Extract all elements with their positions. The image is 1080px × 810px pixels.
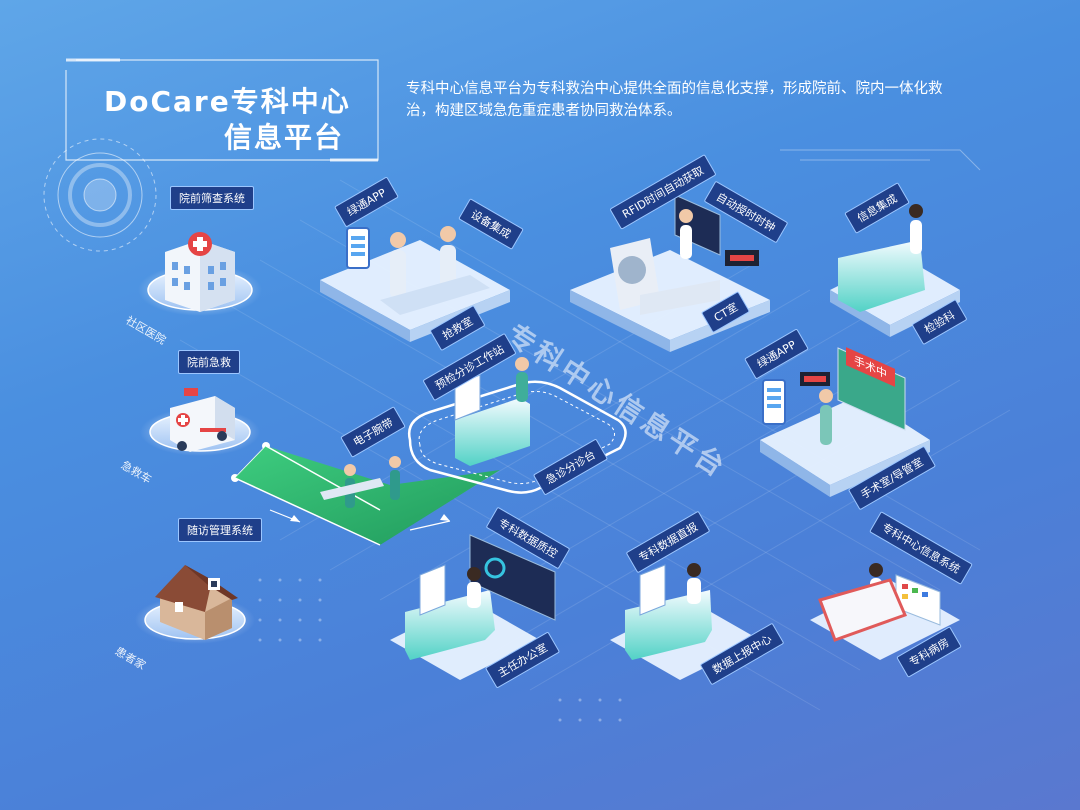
tag-followup-system: 随访管理系统 <box>178 518 262 542</box>
patient-home-icon <box>155 565 238 640</box>
title-line-2: 信息平台 <box>224 121 345 154</box>
hospital-building-icon <box>165 232 235 312</box>
radar-rings <box>43 138 157 252</box>
equipment <box>320 238 908 642</box>
title-block: DoCare专科中心 信息平台 <box>66 60 378 160</box>
tag-prehospital-emergency: 院前急救 <box>178 350 240 374</box>
ambulance-icon <box>170 388 235 452</box>
title-line-1: DoCare专科中心 <box>104 85 351 118</box>
staff-figures <box>344 204 923 608</box>
tag-prehospital-screening: 院前筛查系统 <box>170 186 254 210</box>
title-frame <box>65 58 379 162</box>
intro-text: 专科中心信息平台为专科救治中心提供全面的信息化支撑，形成院前、院内一体化救治，构… <box>406 81 943 119</box>
app-phones <box>346 227 786 425</box>
